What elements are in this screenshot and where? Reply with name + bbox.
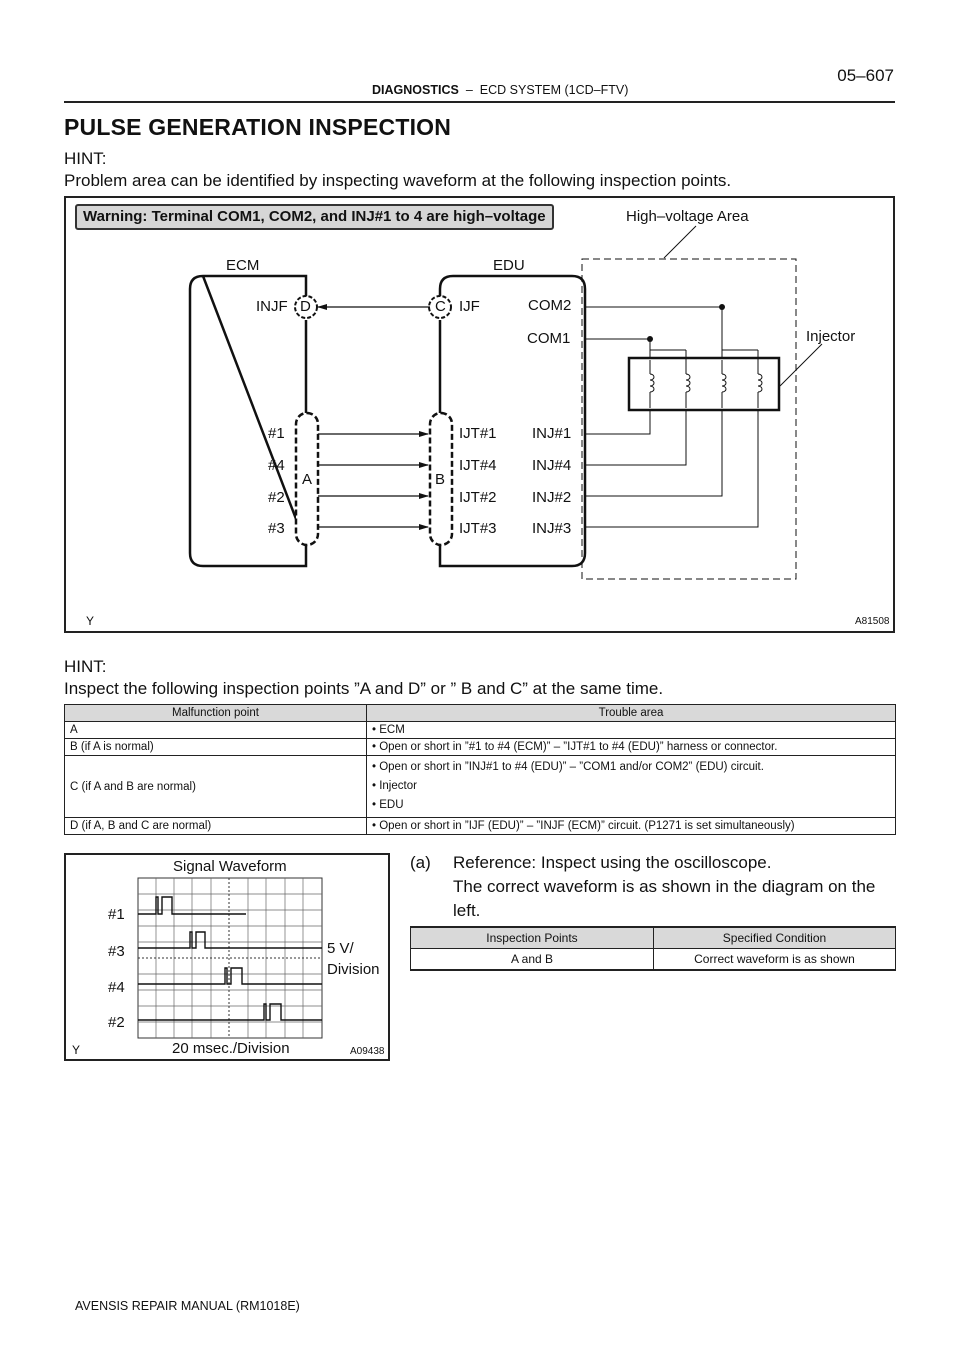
reference-label: (a) <box>410 853 431 872</box>
edu-out-pin-1: INJ#1 <box>532 425 572 442</box>
edu-in-pin-3: IJT#3 <box>459 520 497 537</box>
edu-out-pin-2: INJ#2 <box>532 489 572 506</box>
volt-scale-line2: Division <box>327 961 380 978</box>
table-header-row: Malfunction point Trouble area <box>64 704 896 722</box>
com2-label: COM2 <box>528 297 572 314</box>
malfunction-point: C (if A and B are normal) <box>64 755 367 818</box>
malfunction-table: Malfunction point Trouble area A • ECM B… <box>64 704 896 835</box>
signal-3 <box>138 931 322 949</box>
ecm-pin-1: #1 <box>268 425 285 442</box>
injector-coils <box>649 349 763 408</box>
high-voltage-area-label: High–voltage Area <box>626 208 749 225</box>
connector-c <box>428 295 452 319</box>
hint1-text: Problem area can be identified by inspec… <box>64 171 732 190</box>
reference-line-1: (a) Reference: Inspect using the oscillos… <box>410 851 875 875</box>
d-label: D <box>300 298 311 315</box>
high-voltage-leader <box>663 225 697 259</box>
edu-in-pin-2: IJT#2 <box>459 489 497 506</box>
table-row: C (if A and B are normal) • Open or shor… <box>64 755 896 818</box>
edu-out-pin-3: INJ#3 <box>532 520 572 537</box>
channel-label-2: #2 <box>108 1014 125 1031</box>
diagram-corner-mark: Y <box>86 614 95 628</box>
running-header: DIAGNOSTICS – ECD SYSTEM (1CD–FTV) <box>372 83 628 97</box>
trouble-area: • Open or short in ”#1 to #4 (ECM)” – ”I… <box>366 738 896 756</box>
specified-condition: Correct waveform is as shown <box>653 948 896 971</box>
edu-out-pin-4: INJ#4 <box>532 457 572 474</box>
com1-label: COM1 <box>527 330 571 347</box>
signal-1 <box>138 896 246 915</box>
connector-b <box>428 411 454 547</box>
header-trouble-area: Trouble area <box>366 704 896 722</box>
page-title: PULSE GENERATION INSPECTION <box>64 114 452 140</box>
table-row: D (if A, B and C are normal) • Open or s… <box>64 817 896 835</box>
trouble-area: • Open or short in ”IJF (EDU)” – ”INJF (… <box>366 817 896 835</box>
reference-text-1: Reference: Inspect using the oscilloscop… <box>453 853 772 872</box>
edu-in-pin-1: IJT#1 <box>459 425 497 442</box>
hint2-text: Inspect the following inspection points … <box>64 679 664 698</box>
ecm-pin-3: #3 <box>268 520 285 537</box>
spec-header-row: Inspection Points Specified Condition <box>410 926 896 949</box>
hint1-label: HINT: <box>64 149 107 168</box>
page-number: 05–607 <box>837 66 894 85</box>
header-specified-condition: Specified Condition <box>653 926 896 949</box>
header-subsection: ECD SYSTEM (1CD–FTV) <box>479 83 629 97</box>
edu-label: EDU <box>493 257 525 274</box>
diagram-figure-code: A81508 <box>855 616 890 627</box>
header-rule <box>64 101 895 103</box>
waveform-signals <box>138 896 322 1021</box>
channel-label-1: #1 <box>108 906 125 923</box>
waveform-corner-mark: Y <box>72 1043 81 1057</box>
trouble-area-line: • Open or short in ”INJ#1 to #4 (EDU)” –… <box>372 761 764 773</box>
c-label: C <box>435 298 446 315</box>
ecm-pin-2: #2 <box>268 489 285 506</box>
connector-a <box>294 411 320 547</box>
ecm-box <box>188 274 308 568</box>
hint2-label: HINT: <box>64 657 107 676</box>
waveform-frame <box>64 853 390 1061</box>
waveform-center-axes <box>138 878 322 1038</box>
circuit-diagram-frame <box>64 196 895 633</box>
reference-line-3: left. <box>453 901 481 920</box>
spec-table: Inspection Points Specified Condition A … <box>410 926 896 971</box>
channel-label-3: #3 <box>108 943 125 960</box>
volt-scale-line1: 5 V/ <box>327 940 354 957</box>
high-voltage-area <box>581 258 797 580</box>
inspection-point: A and B <box>410 948 654 971</box>
trouble-area: • Open or short in ”INJ#1 to #4 (EDU)” –… <box>366 755 896 818</box>
waveform-title: Signal Waveform <box>173 858 287 875</box>
inj-wires <box>585 410 759 528</box>
malfunction-point: D (if A, B and C are normal) <box>64 817 367 835</box>
header-dash: – <box>465 83 473 97</box>
injector-leader <box>779 343 823 387</box>
header-section: DIAGNOSTICS <box>372 83 459 97</box>
b-label: B <box>435 471 446 488</box>
header-inspection-points: Inspection Points <box>410 926 654 949</box>
signal-4 <box>138 967 322 985</box>
edu-in-pin-4: IJT#4 <box>459 457 497 474</box>
table-row: B (if A is normal) • Open or short in ”#… <box>64 738 896 756</box>
injf-label: INJF <box>256 298 288 315</box>
ijf-label: IJF <box>459 298 480 315</box>
page-footer: AVENSIS REPAIR MANUAL (RM1018E) <box>75 1299 300 1313</box>
signal-2 <box>138 1003 322 1021</box>
warning-box: Warning: Terminal COM1, COM2, and INJ#1 … <box>75 204 554 230</box>
reference-line-2: The correct waveform is as shown in the … <box>453 877 876 896</box>
ecm-label: ECM <box>226 257 260 274</box>
trouble-area-line: • EDU <box>372 799 404 811</box>
trouble-area-line: • Injector <box>372 780 417 792</box>
time-scale: 20 msec./Division <box>172 1040 290 1057</box>
injector-label: Injector <box>806 328 856 345</box>
reference-block: (a) Reference: Inspect using the oscillos… <box>410 851 875 923</box>
ecm-pin-4: #4 <box>268 457 285 474</box>
a-label: A <box>302 471 313 488</box>
table-row: A and B Correct waveform is as shown <box>410 948 896 971</box>
channel-label-4: #4 <box>108 979 125 996</box>
waveform-figure-code: A09438 <box>350 1046 385 1057</box>
